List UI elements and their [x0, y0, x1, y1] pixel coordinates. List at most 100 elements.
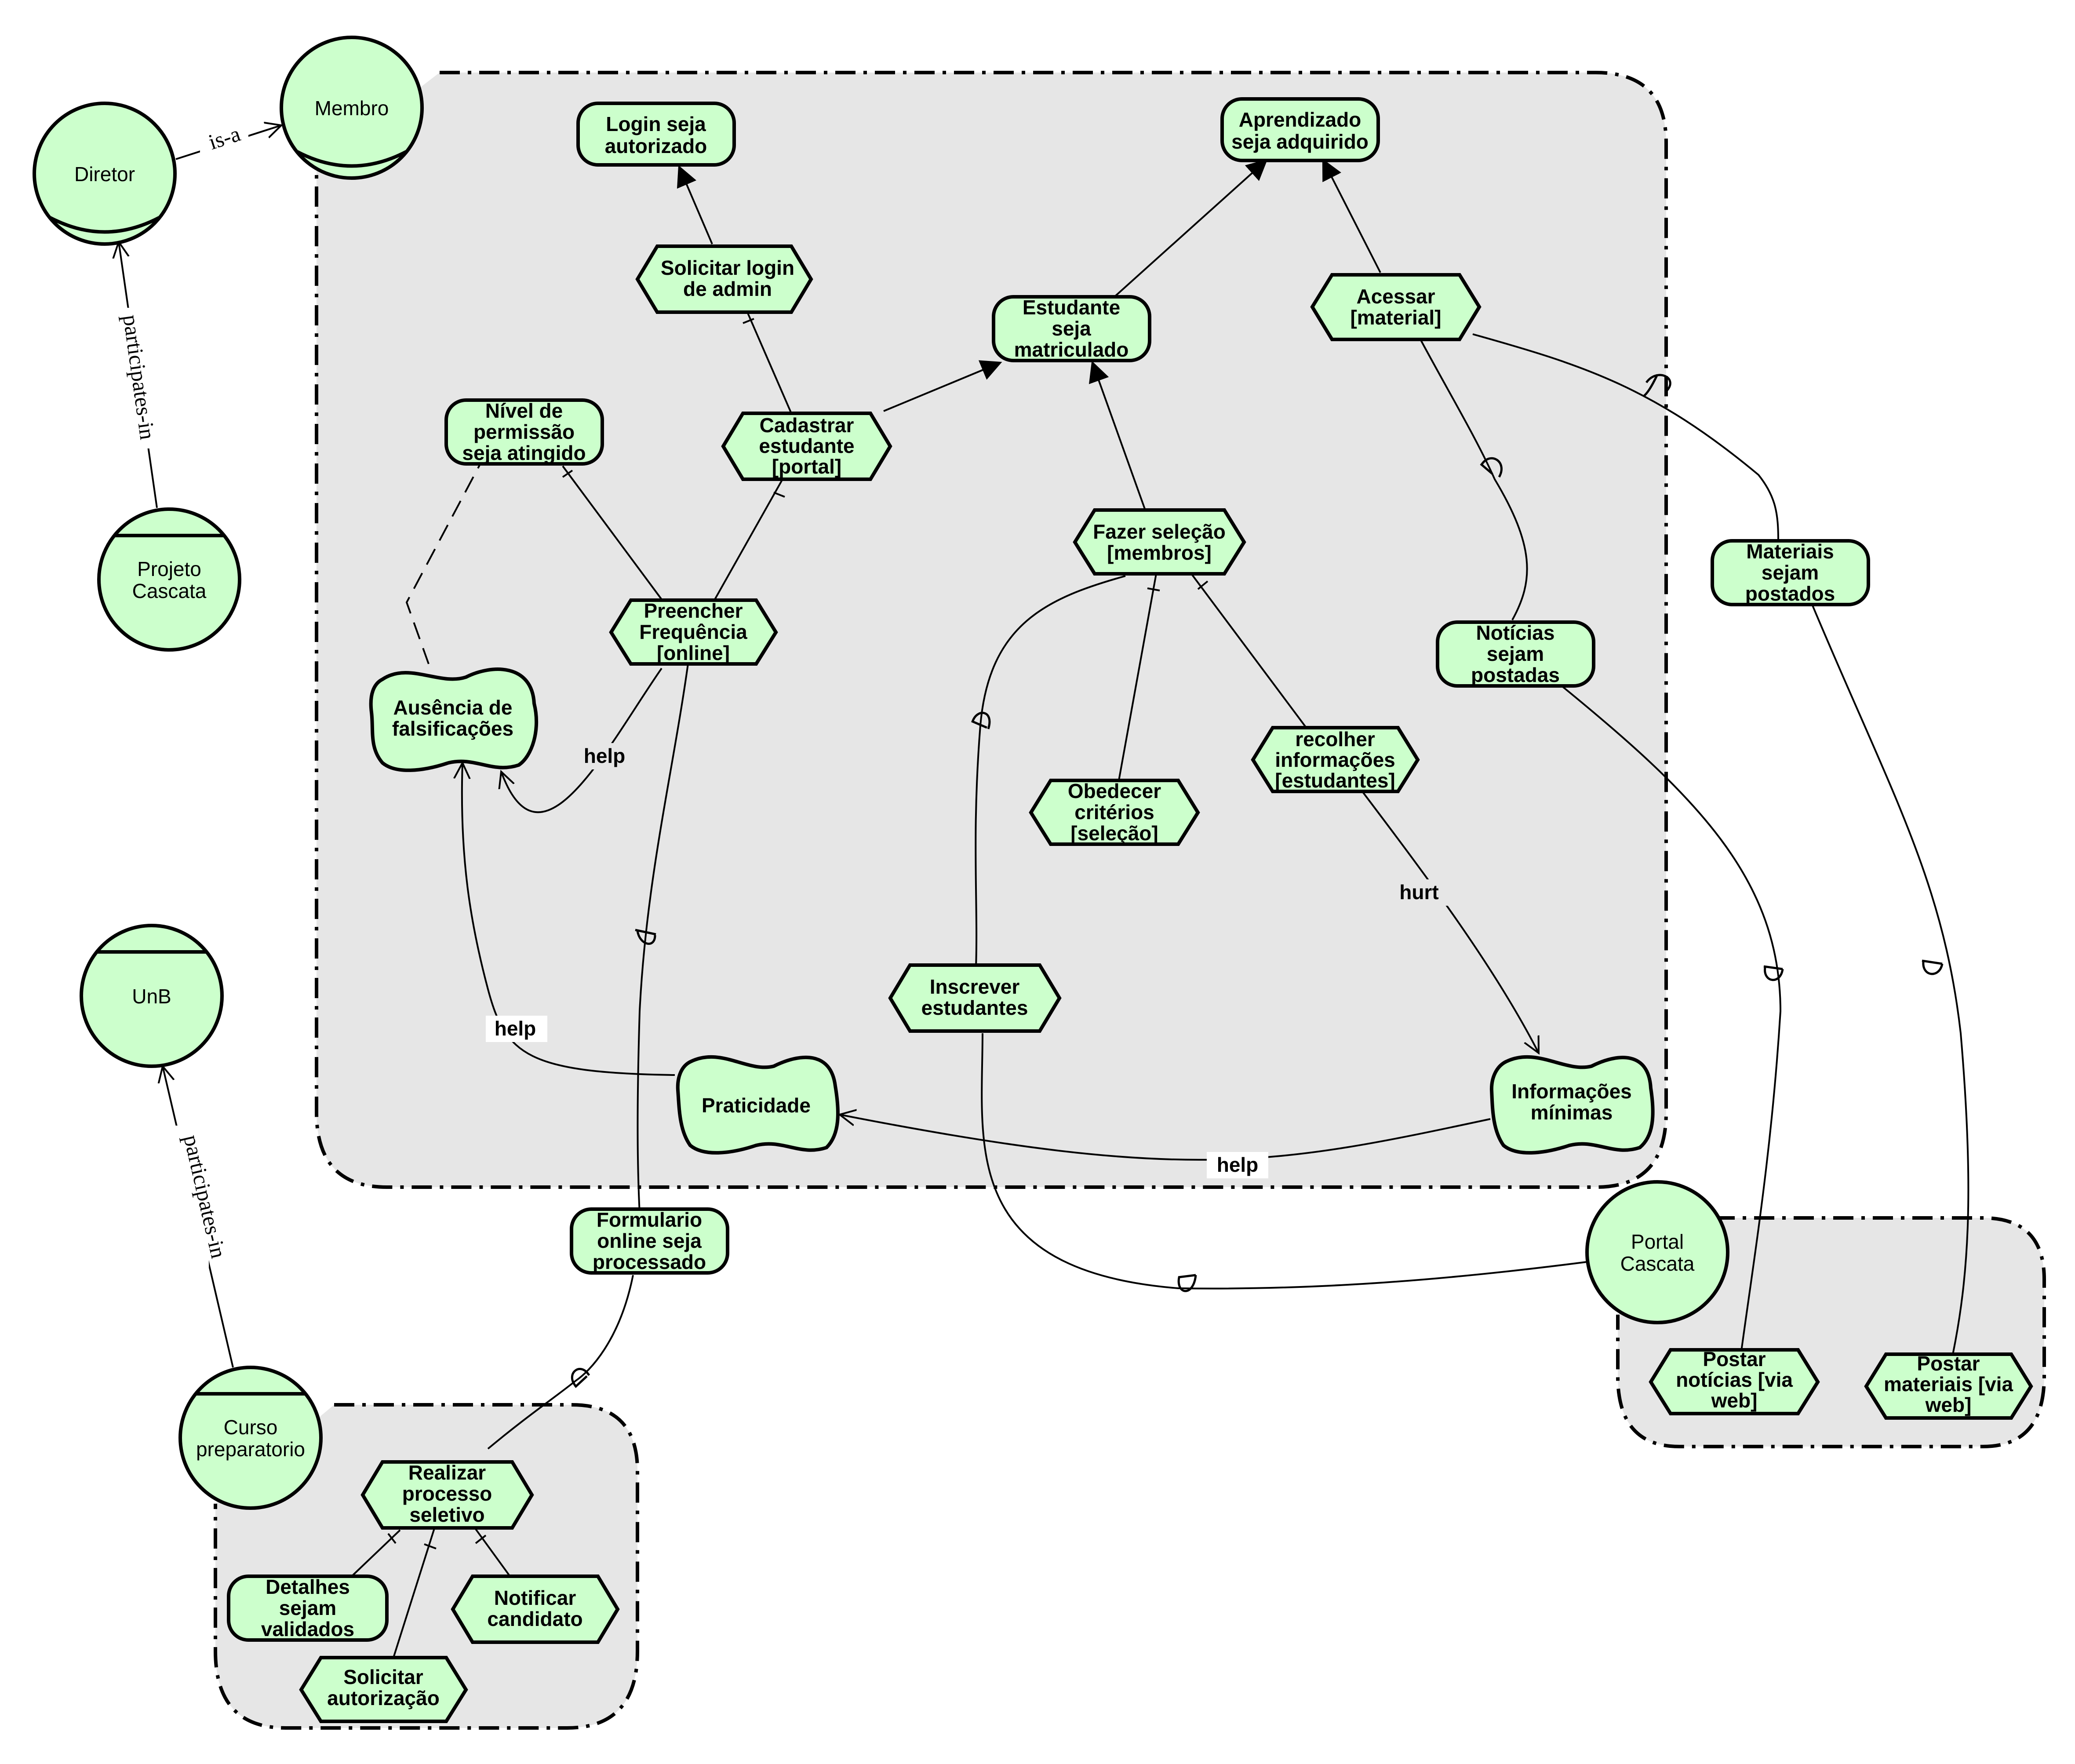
actor-portal-cascata[interactable]: Portal Cascata — [1585, 1180, 1729, 1324]
task-postar-materiais-line3: web] — [1925, 1393, 1972, 1416]
task-obedecer-line3: [seleção] — [1070, 822, 1158, 845]
participates-in-link-curso: participates-in — [163, 1066, 234, 1368]
goal-noticias-postadas[interactable]: Notícias sejam postadas — [1436, 620, 1595, 688]
task-solicitar-aut-line1: Solicitar — [343, 1666, 423, 1688]
softgoal-informacoes-line2: mínimas — [1531, 1101, 1613, 1124]
goal-aprendizado-line2: seja adquirido — [1231, 130, 1369, 153]
task-preencher-frequencia[interactable]: Preencher Frequência [online] — [609, 598, 778, 666]
help-label-1: help — [584, 744, 626, 767]
task-cadastrar-line1: Cadastrar — [760, 414, 854, 437]
task-preencher-line2: Frequência — [639, 620, 747, 643]
participates-in-link-projeto: participates-in — [106, 242, 160, 508]
softgoal-praticidade[interactable]: Praticidade — [676, 1055, 840, 1155]
help-label-2: help — [495, 1017, 536, 1040]
task-preencher-line1: Preencher — [644, 599, 743, 622]
task-acessar-material[interactable]: Acessar [material] — [1310, 273, 1482, 341]
goal-estudante-line1: Estudante — [1023, 296, 1120, 319]
actor-projeto-cascata[interactable]: Projeto Cascata — [97, 507, 241, 652]
help-label-3: help — [1217, 1153, 1259, 1176]
task-notificar-line2: candidato — [487, 1607, 582, 1630]
softgoal-ausencia-line2: falsificações — [392, 717, 513, 740]
goal-materiais-line3: postados — [1745, 582, 1835, 605]
goal-nivel-line1: Nível de — [485, 399, 563, 422]
task-solicitar-login[interactable]: Solicitar login de admin — [635, 244, 813, 314]
goal-formulario-line2: online seja — [597, 1229, 702, 1252]
actor-unb[interactable]: UnB — [80, 924, 224, 1068]
membro-boundary — [315, 71, 1668, 1189]
task-inscrever-line2: estudantes — [921, 996, 1028, 1019]
task-acessar-line1: Acessar — [1356, 285, 1435, 308]
task-inscrever-estudantes[interactable]: Inscrever estudantes — [888, 963, 1062, 1033]
goal-login-line1: Login seja — [606, 113, 706, 135]
goal-materiais-postados[interactable]: Materiais sejam postados — [1711, 539, 1870, 606]
task-obedecer-line2: critérios — [1074, 801, 1154, 824]
is-a-link: is-a — [175, 121, 281, 160]
task-postar-noticias[interactable]: Postar notícias [via web] — [1649, 1348, 1820, 1415]
task-obedecer-line1: Obedecer — [1068, 780, 1161, 802]
goal-login-line2: autorizado — [605, 135, 707, 157]
task-solicitar-login-line2: de admin — [683, 277, 772, 300]
task-inscrever-line1: Inscrever — [930, 975, 1020, 998]
task-postar-materiais-line1: Postar — [1917, 1352, 1980, 1375]
actor-membro-label: Membro — [315, 97, 389, 120]
goal-aprendizado[interactable]: Aprendizado seja adquirido — [1220, 97, 1380, 162]
task-realizar-line3: seletivo — [409, 1503, 484, 1526]
task-obedecer-criterios[interactable]: Obedecer critérios [seleção] — [1029, 779, 1200, 846]
goal-formulario-processado[interactable]: Formulario online seja processado — [570, 1207, 729, 1275]
softgoal-informacoes-minimas[interactable]: Informações mínimas — [1489, 1055, 1655, 1155]
curso-boundary — [214, 1403, 639, 1730]
task-postar-materiais-line2: materiais [via — [1884, 1373, 2013, 1396]
goal-nivel-line3: seja atingido — [462, 441, 586, 464]
actor-unb-label: UnB — [132, 985, 171, 1008]
task-postar-noticias-line2: notícias [via — [1676, 1368, 1793, 1391]
goal-login[interactable]: Login seja autorizado — [576, 102, 736, 167]
task-solicitar-login-line1: Solicitar login — [661, 256, 794, 279]
task-postar-noticias-line1: Postar — [1703, 1348, 1766, 1370]
task-fazer-selecao-line2: [membros] — [1107, 541, 1212, 564]
goal-noticias-line1: Notícias — [1476, 621, 1555, 644]
task-recolher-line3: [estudantes] — [1275, 769, 1395, 792]
task-solicitar-aut-line2: autorização — [327, 1687, 440, 1709]
goal-materiais-line2: sejam — [1762, 561, 1819, 584]
task-postar-noticias-line3: web] — [1711, 1389, 1758, 1412]
task-realizar-processo[interactable]: Realizar processo seletivo — [360, 1460, 534, 1530]
actor-portal-label-line1: Portal — [1631, 1230, 1684, 1253]
goal-nivel-line2: permissão — [473, 420, 575, 443]
actor-membro[interactable]: Membro — [280, 36, 424, 180]
task-recolher-informacoes[interactable]: recolher informações [estudantes] — [1251, 726, 1420, 793]
task-postar-materiais[interactable]: Postar materiais [via web] — [1864, 1352, 2033, 1420]
goal-estudante-line2: seja — [1052, 317, 1091, 340]
actor-diretor[interactable]: Diretor — [33, 102, 177, 246]
softgoal-praticidade-label: Praticidade — [702, 1094, 811, 1117]
goal-noticias-line2: sejam — [1487, 642, 1544, 665]
goal-estudante-matriculado[interactable]: Estudante seja matriculado — [992, 295, 1151, 362]
task-notificar-candidato[interactable]: Notificar candidato — [451, 1574, 620, 1644]
goal-materiais-line1: Materiais — [1746, 540, 1834, 563]
task-cadastrar-estudante[interactable]: Cadastrar estudante [portal] — [721, 412, 892, 481]
task-recolher-line1: recolher — [1295, 728, 1375, 751]
task-realizar-line1: Realizar — [408, 1461, 486, 1484]
actor-projeto-label-line1: Projeto — [137, 558, 201, 580]
task-fazer-selecao-line1: Fazer seleção — [1093, 520, 1226, 543]
actor-curso-preparatorio[interactable]: Curso preparatorio — [178, 1366, 323, 1510]
goal-estudante-line3: matriculado — [1014, 338, 1129, 361]
task-acessar-line2: [material] — [1350, 306, 1441, 329]
actor-curso-label-line1: Curso — [224, 1416, 278, 1439]
task-recolher-line2: informações — [1275, 748, 1395, 771]
goal-formulario-line1: Formulario — [597, 1208, 702, 1231]
softgoal-ausencia-falsificacoes[interactable]: Ausência de falsificações — [369, 667, 539, 772]
links — [351, 158, 1969, 1658]
task-preencher-line3: [online] — [657, 641, 730, 664]
task-cadastrar-line2: estudante — [759, 434, 854, 457]
task-fazer-selecao[interactable]: Fazer seleção [membros] — [1073, 508, 1246, 576]
task-solicitar-autorizacao[interactable]: Solicitar autorização — [299, 1656, 468, 1723]
goal-detalhes-validados[interactable]: Detalhes sejam validados — [227, 1574, 389, 1642]
task-notificar-line1: Notificar — [494, 1586, 576, 1609]
hurt-label: hurt — [1399, 881, 1438, 904]
actor-diretor-label: Diretor — [74, 163, 135, 186]
goal-nivel-permissao[interactable]: Nível de permissão seja atingido — [444, 398, 604, 466]
goal-detalhes-line1: Detalhes — [266, 1575, 350, 1598]
softgoal-ausencia-line1: Ausência de — [393, 696, 513, 719]
goal-noticias-line3: postadas — [1471, 663, 1560, 686]
